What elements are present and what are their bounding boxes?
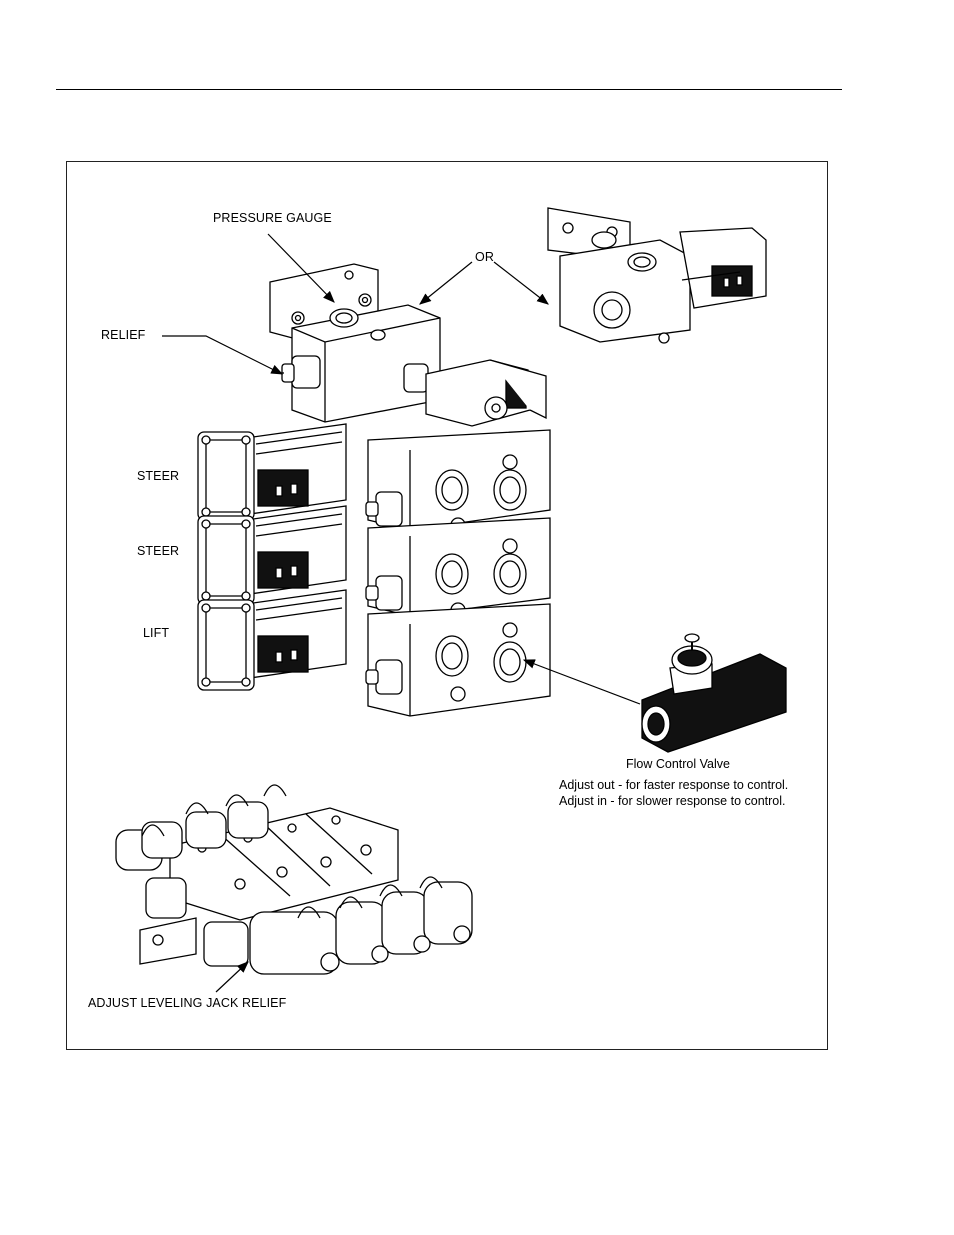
alternate-valve xyxy=(548,208,766,343)
label-adjust-leveling-jack-relief: ADJUST LEVELING JACK RELIEF xyxy=(88,996,286,1010)
label-steer-2: STEER xyxy=(137,544,179,558)
leveling-valve-bank xyxy=(116,785,472,974)
flow-control-title: Flow Control Valve xyxy=(626,757,730,771)
label-relief: RELIEF xyxy=(101,328,145,342)
label-lift: LIFT xyxy=(143,626,169,640)
stack-steer-1 xyxy=(198,424,550,532)
flow-control-valve xyxy=(642,634,786,752)
top-solenoid xyxy=(426,360,546,426)
label-or: OR xyxy=(475,250,494,264)
flow-control-line-2: Adjust in - for slower response to contr… xyxy=(559,794,786,808)
label-pressure-gauge: PRESSURE GAUGE xyxy=(213,211,332,225)
stack-lift xyxy=(198,590,550,716)
label-steer-1: STEER xyxy=(137,469,179,483)
flow-control-line-1: Adjust out - for faster response to cont… xyxy=(559,778,788,792)
